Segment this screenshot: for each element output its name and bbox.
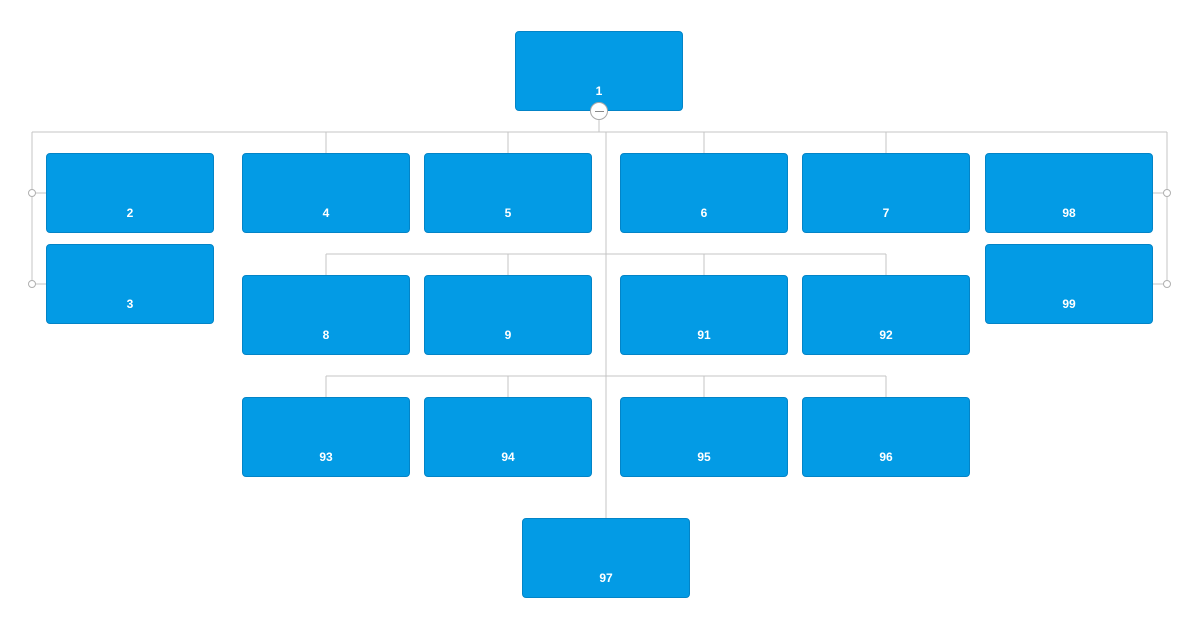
node-assistant[interactable]: 99 [985, 244, 1153, 324]
minus-glyph [595, 111, 604, 112]
node-child[interactable]: 9 [424, 275, 592, 355]
node-child[interactable]: 4 [242, 153, 410, 233]
connector-dot [1163, 280, 1171, 288]
node-label: 96 [879, 450, 893, 464]
connector-dot [1163, 189, 1171, 197]
node-assistant[interactable]: 2 [46, 153, 214, 233]
connector-dot [28, 189, 36, 197]
node-label: 9 [504, 328, 512, 342]
node-child[interactable]: 94 [424, 397, 592, 477]
node-label: 5 [504, 206, 512, 220]
node-child[interactable]: 97 [522, 518, 690, 598]
node-root[interactable]: 1 [515, 31, 683, 111]
node-child[interactable]: 96 [802, 397, 970, 477]
node-child[interactable]: 91 [620, 275, 788, 355]
node-label: 6 [700, 206, 708, 220]
node-label: 2 [126, 206, 134, 220]
node-label: 92 [879, 328, 893, 342]
node-assistant[interactable]: 3 [46, 244, 214, 324]
node-child[interactable]: 93 [242, 397, 410, 477]
node-child[interactable]: 6 [620, 153, 788, 233]
node-label: 93 [319, 450, 333, 464]
node-child[interactable]: 7 [802, 153, 970, 233]
collapse-minus-icon[interactable] [590, 102, 608, 120]
node-label: 99 [1062, 297, 1076, 311]
node-label: 7 [882, 206, 890, 220]
node-child[interactable]: 8 [242, 275, 410, 355]
node-label: 3 [126, 297, 134, 311]
node-child[interactable]: 92 [802, 275, 970, 355]
node-assistant[interactable]: 98 [985, 153, 1153, 233]
node-label: 97 [599, 571, 613, 585]
node-label: 8 [322, 328, 330, 342]
node-label: 1 [595, 84, 603, 98]
connector-dot [28, 280, 36, 288]
node-label: 95 [697, 450, 711, 464]
node-label: 94 [501, 450, 515, 464]
node-label: 98 [1062, 206, 1076, 220]
node-child[interactable]: 5 [424, 153, 592, 233]
node-label: 4 [322, 206, 330, 220]
node-label: 91 [697, 328, 711, 342]
node-child[interactable]: 95 [620, 397, 788, 477]
